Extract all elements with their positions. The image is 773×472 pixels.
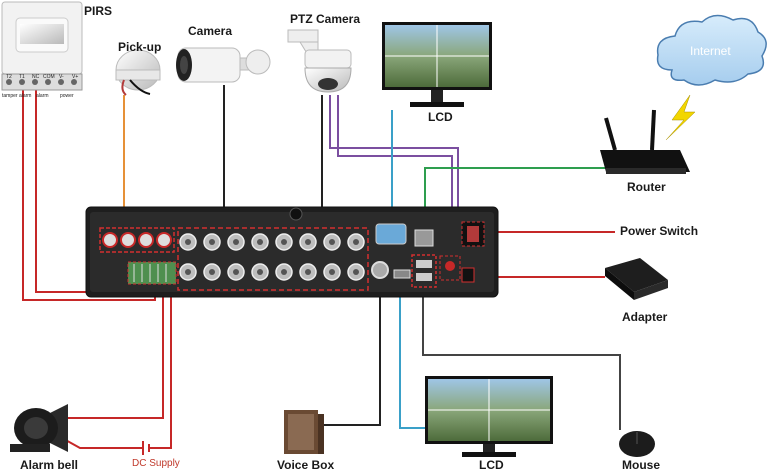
lcd-monitor-bottom [425, 376, 553, 457]
bnc-pin [353, 269, 359, 275]
bnc-pin [305, 239, 311, 245]
dc-power-input [461, 267, 475, 283]
pir-group-tamper: tamper alarm [2, 93, 32, 99]
pir-terminal-t2: T2 [6, 74, 12, 80]
pir-group-labels: tamper alarm alarm power [2, 93, 82, 101]
usb-port [416, 273, 432, 281]
bnc-pin [185, 239, 191, 245]
mouse-device [619, 431, 655, 457]
bnc-pin [185, 269, 191, 275]
audio-in-ports [102, 232, 172, 248]
dc-supply-battery-icon [142, 441, 150, 455]
mouse-wire [422, 290, 621, 430]
label-lcd-top: LCD [428, 110, 453, 124]
label-mouse: Mouse [622, 458, 661, 472]
label-alarm-bell: Alarm bell [20, 458, 79, 472]
power-adapter [605, 258, 668, 300]
bnc-pin [257, 269, 263, 275]
hdmi-port [393, 269, 411, 279]
bnc-pin [281, 269, 287, 275]
label-ptz-camera: PTZ Camera [290, 12, 361, 26]
pir-terminal-vplus: V+ [72, 74, 79, 80]
bnc-pin [233, 239, 239, 245]
bnc-pin [353, 239, 359, 245]
alarm-bell-wire-1 [62, 282, 164, 419]
bnc-pin [329, 239, 335, 245]
pir-terminal-strip [1, 73, 83, 91]
label-camera: Camera [188, 24, 233, 38]
bnc-pin [209, 269, 215, 275]
pir-terminal-labels: T2 T1 NC COM V- V+ [3, 74, 83, 84]
pir-group-alarm: alarm [36, 93, 49, 99]
video-in-bnc-ports [179, 233, 365, 281]
label-pickup: Pick-up [118, 40, 162, 54]
pir-terminal-com: COM [43, 74, 55, 80]
lcd-bottom-vga-wire [399, 290, 430, 429]
lcd-monitor-top [382, 22, 492, 107]
lan-port [414, 229, 434, 247]
rs485-terminal [439, 255, 461, 281]
dvr-screw-icon [289, 207, 303, 221]
dc-supply-wire [61, 437, 142, 449]
voice-box-speaker [284, 410, 324, 454]
label-adapter: Adapter [622, 310, 668, 324]
label-dc-supply: DC Supply [132, 458, 180, 469]
alarm-bell-wire-2 [150, 282, 172, 449]
pir-terminal-vminus: V- [59, 74, 64, 80]
ptz-camera [287, 29, 352, 93]
pir-terminal-t1: T1 [19, 74, 25, 80]
router [600, 109, 690, 174]
pickup-microphone [115, 49, 161, 96]
bnc-pin [233, 269, 239, 275]
wireless-link-icon [665, 94, 696, 141]
bnc-pin [209, 239, 215, 245]
bnc-pin [329, 269, 335, 275]
usb-port [416, 260, 432, 268]
alarm-terminal-block [127, 261, 177, 285]
usb-port-group [411, 254, 437, 288]
pir-group-power: power [60, 93, 74, 99]
label-lcd-bottom: LCD [479, 458, 504, 472]
alarm-bell-siren [10, 404, 68, 452]
audio-out-port [371, 261, 389, 279]
vga-port [375, 223, 407, 245]
pir-sensor [1, 1, 83, 91]
bnc-pin [257, 239, 263, 245]
label-router: Router [627, 180, 666, 194]
label-pirs: PIRS [84, 4, 113, 18]
pir-terminal-nc: NC [32, 74, 40, 80]
bnc-pin [281, 239, 287, 245]
video-in-group [177, 227, 369, 291]
label-internet: Internet [690, 44, 731, 58]
bullet-camera [176, 47, 271, 83]
audio-in-group [99, 227, 175, 253]
label-voice-box: Voice Box [277, 458, 335, 472]
label-power-switch: Power Switch [620, 224, 699, 238]
voicebox-audio-wire [318, 285, 381, 426]
internet-cloud [656, 14, 767, 86]
dvr-rear-panel [85, 206, 499, 298]
bnc-pin [305, 269, 311, 275]
